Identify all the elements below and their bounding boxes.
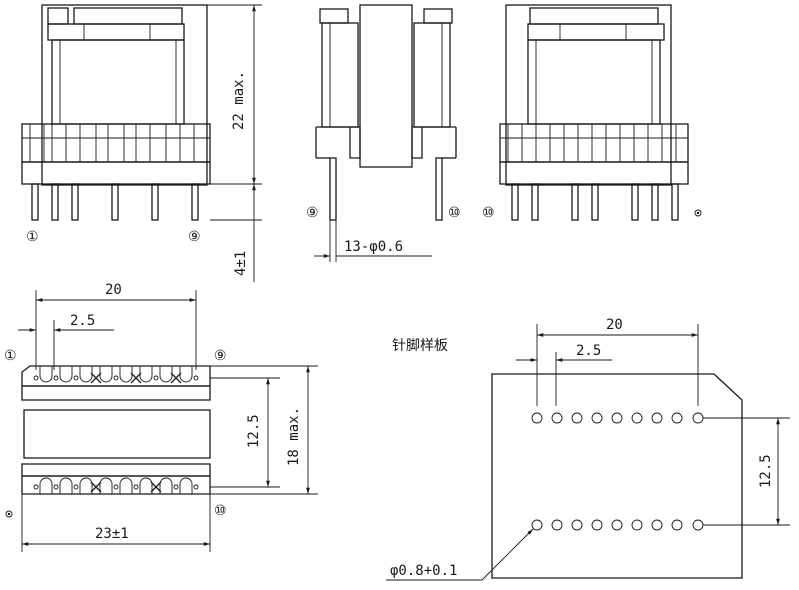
bottom-depth-max-label: 18 max. (286, 407, 302, 466)
pin-template: 针脚样板 20 2.5 12.5 φ0.8+0.1 (386, 317, 790, 581)
height-max-label: 22 max. (231, 71, 247, 130)
bottom-width-label: 23±1 (95, 526, 129, 542)
bottom-row-spacing-label: 12.5 (246, 414, 262, 448)
pin-10-side-label: ⑩ (448, 205, 461, 221)
bottom-view: 20 2.5 ① ⑨ (4, 282, 318, 552)
bottom-pitch-label: 2.5 (70, 313, 95, 329)
template-pitch-label: 2.5 (576, 343, 601, 359)
front-view: 22 max. 4±1 ① ⑨ (21, 4, 262, 282)
rear-view: ⑩ (482, 4, 702, 221)
pin-10-rear-label: ⑩ (482, 205, 495, 221)
pin-9-side-label: ⑨ (306, 205, 319, 221)
pin-9-label: ⑨ (188, 229, 201, 245)
bottom-pin-1-label: ① (4, 348, 17, 364)
bottom-pin-10-label: ⑩ (214, 503, 227, 519)
template-pitch-total-label: 20 (606, 317, 623, 333)
template-title: 针脚样板 (392, 338, 448, 354)
side-view: 13-φ0.6 ⑨ ⑩ (306, 4, 461, 262)
pin-length-label: 4±1 (233, 251, 249, 276)
bottom-pitch-total-label: 20 (105, 282, 122, 298)
pin-diameter-label: 13-φ0.6 (344, 239, 403, 255)
template-row-spacing-label: 12.5 (758, 454, 774, 488)
pin-1-label: ① (26, 229, 39, 245)
template-hole-diameter-label: φ0.8+0.1 (390, 563, 457, 579)
bottom-pin-9-label: ⑨ (214, 348, 227, 364)
